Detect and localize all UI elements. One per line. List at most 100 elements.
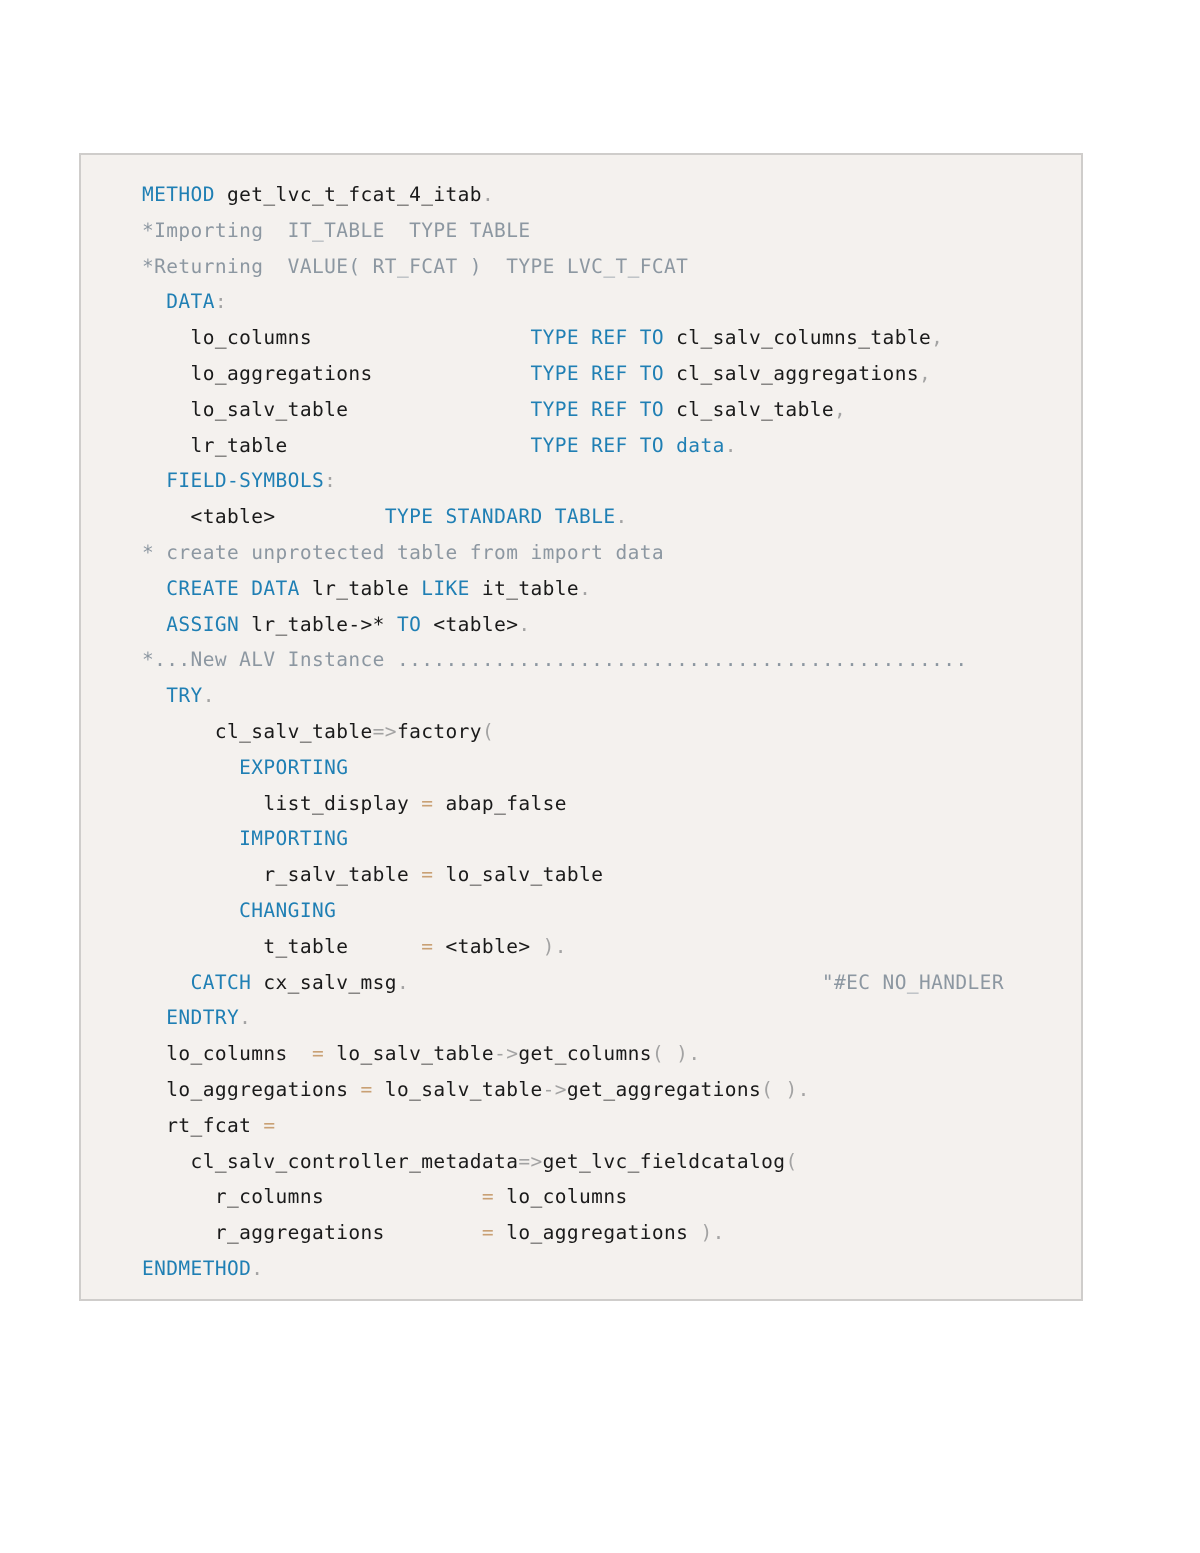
code-comment: * create unprotected table from import d…	[142, 540, 665, 564]
code-punctuation: .	[724, 433, 737, 457]
code-text: it_table	[469, 576, 580, 600]
code-punctuation: (	[481, 719, 495, 743]
code-text	[409, 971, 822, 994]
code-comment: *...New ALV Instance ...................…	[142, 648, 968, 672]
code-text: <table>	[421, 612, 519, 636]
code-keyword: EXPORTING	[239, 755, 349, 779]
code-punctuation: .	[615, 505, 628, 529]
code-operator: =	[421, 863, 434, 887]
code-text	[142, 290, 166, 313]
code-line: r_columns = lo_columns	[142, 1179, 1004, 1215]
code-text: get_aggregations	[566, 1077, 762, 1101]
code-line: FIELD-SYMBOLS:	[142, 463, 1004, 499]
code-keyword: FIELD-SYMBOLS	[166, 469, 325, 493]
code-line: ENDTRY.	[142, 1000, 1004, 1036]
code-text: <table>	[433, 934, 543, 958]
code-line: ASSIGN lr_table->* TO <table>.	[142, 607, 1004, 643]
code-line: ENDMETHOD.	[142, 1251, 1004, 1287]
code-line: CREATE DATA lr_table LIKE it_table.	[142, 571, 1004, 607]
code-text: cl_salv_table	[664, 397, 834, 421]
code-line: lo_columns = lo_salv_table->get_columns(…	[142, 1036, 1004, 1072]
code-keyword: DATA	[166, 290, 215, 314]
code-operator: =	[263, 1113, 276, 1137]
code-text: lo_salv_table	[433, 863, 604, 887]
code-line: CATCH cx_salv_msg. "#EC NO_HANDLER	[142, 965, 1004, 1001]
code-punctuation: ,	[931, 326, 944, 350]
code-text: lr_table->*	[239, 612, 397, 636]
code-comment: *Importing IT_TABLE TYPE TABLE	[142, 218, 531, 242]
code-text: lo_columns	[494, 1185, 628, 1209]
code-line: lr_table TYPE REF TO data.	[142, 428, 1004, 464]
code-punctuation: .	[251, 1256, 264, 1280]
code-keyword: CHANGING	[239, 898, 337, 922]
code-keyword: TYPE STANDARD TABLE	[384, 505, 616, 529]
code-line: <table> TYPE STANDARD TABLE.	[142, 499, 1004, 535]
code-punctuation: ( ).	[761, 1077, 810, 1101]
code-listing-box: METHOD get_lvc_t_fcat_4_itab.*Importing …	[79, 153, 1083, 1301]
code-text	[142, 1006, 166, 1029]
code-punctuation: ,	[918, 361, 932, 385]
code-text	[142, 971, 191, 994]
code-text: abap_false	[433, 791, 567, 815]
code-text: cx_salv_msg	[251, 970, 397, 994]
code-text	[142, 684, 166, 707]
code-text: get_lvc_fieldcatalog	[542, 1149, 786, 1173]
code-text: cl_salv_aggregations	[664, 361, 919, 385]
code-text	[142, 577, 166, 600]
code-punctuation: =>	[372, 719, 397, 743]
code-keyword: CREATE DATA	[166, 576, 300, 600]
code-keyword: TO	[396, 612, 422, 636]
code-line: CHANGING	[142, 893, 1004, 929]
code-keyword: CATCH	[190, 970, 252, 994]
code-text: t_table	[142, 934, 422, 958]
code-line: TRY.	[142, 678, 1004, 714]
code-punctuation: .	[481, 183, 495, 206]
code-punctuation: .	[518, 612, 531, 636]
code-text: cl_salv_columns_table	[664, 326, 932, 350]
code-line: *...New ALV Instance ...................…	[142, 642, 1004, 678]
code-punctuation: .	[202, 684, 215, 708]
code-text: factory	[396, 719, 482, 743]
abap-code-block: METHOD get_lvc_t_fcat_4_itab.*Importing …	[142, 177, 1004, 1287]
code-keyword: TRY	[166, 684, 203, 708]
code-punctuation: .	[239, 1006, 252, 1030]
code-text: <table>	[142, 505, 385, 529]
code-text: cl_salv_controller_metadata	[142, 1149, 519, 1173]
code-text: lo_salv_table	[372, 1077, 543, 1101]
code-text: lo_salv_table	[142, 397, 531, 421]
code-text: list_display	[142, 791, 422, 815]
code-line: r_aggregations = lo_aggregations ).	[142, 1215, 1004, 1251]
code-text	[142, 756, 239, 779]
code-text	[142, 469, 166, 492]
code-keyword: ENDTRY	[166, 1006, 240, 1030]
code-punctuation: .	[579, 576, 592, 600]
code-keyword: METHOD	[142, 183, 215, 206]
code-line: r_salv_table = lo_salv_table	[142, 857, 1004, 893]
code-line: EXPORTING	[142, 750, 1004, 786]
code-punctuation: ( ).	[651, 1042, 701, 1066]
code-line: lo_aggregations TYPE REF TO cl_salv_aggr…	[142, 356, 1004, 392]
code-text: r_salv_table	[142, 863, 422, 887]
code-text: get_columns	[518, 1042, 652, 1066]
code-punctuation: :	[214, 290, 227, 314]
code-text: lr_table	[299, 576, 422, 600]
code-line: rt_fcat =	[142, 1108, 1004, 1144]
code-text: r_aggregations	[142, 1221, 482, 1245]
code-punctuation: .	[396, 970, 410, 994]
code-text: lo_aggregations	[142, 361, 531, 385]
code-comment: *Returning VALUE( RT_FCAT ) TYPE LVC_T_F…	[142, 254, 689, 278]
code-line: cl_salv_table=>factory(	[142, 714, 1004, 750]
code-line: lo_columns TYPE REF TO cl_salv_columns_t…	[142, 320, 1004, 356]
code-line: * create unprotected table from import d…	[142, 535, 1004, 571]
code-keyword: TYPE REF TO	[530, 326, 665, 350]
code-text	[142, 613, 166, 636]
code-text: lo_columns	[142, 326, 531, 350]
code-text	[142, 899, 239, 922]
code-punctuation: =>	[518, 1149, 543, 1173]
code-line: lo_aggregations = lo_salv_table->get_agg…	[142, 1072, 1004, 1108]
code-keyword: TYPE REF TO	[530, 361, 665, 385]
code-line: *Importing IT_TABLE TYPE TABLE	[142, 213, 1004, 249]
code-text: r_columns	[142, 1185, 482, 1209]
code-keyword: TYPE REF TO data	[530, 433, 725, 457]
code-punctuation: (	[785, 1149, 798, 1173]
